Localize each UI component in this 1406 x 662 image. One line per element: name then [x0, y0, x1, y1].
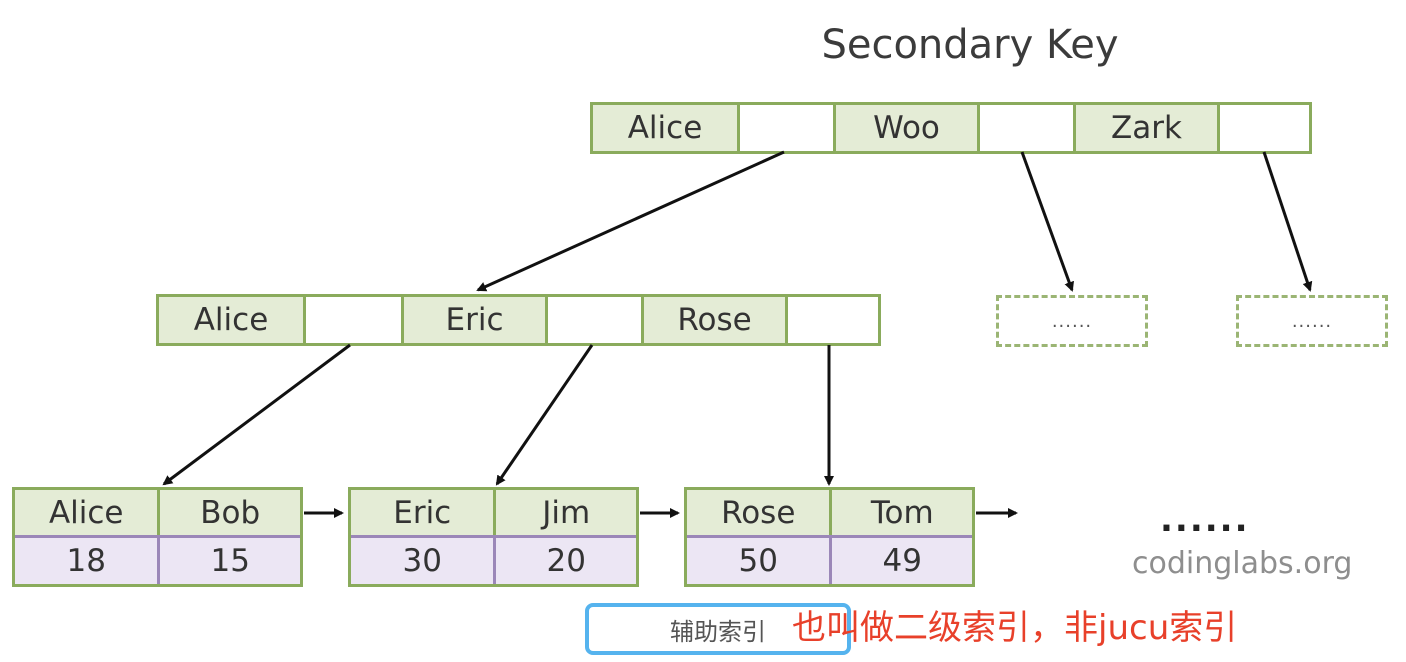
- internal-pointer-1: [303, 297, 401, 343]
- internal-node: Alice Eric Rose: [156, 294, 881, 346]
- leaf-value: 30: [351, 538, 494, 584]
- leaf-name: Bob: [157, 490, 300, 535]
- leaf-name: Jim: [493, 490, 636, 535]
- leaf-value: 49: [829, 538, 972, 584]
- arrow-root-to-placeholder-2: [1262, 151, 1313, 292]
- diagram-title: Secondary Key: [821, 22, 1119, 68]
- leaf-name: Eric: [351, 490, 494, 535]
- leaf-value: 15: [157, 538, 300, 584]
- arrow-root-to-placeholder-1: [1020, 151, 1074, 292]
- root-key-3: Zark: [1073, 105, 1217, 151]
- leaf-node-3: Rose Tom 50 49: [684, 487, 975, 587]
- root-pointer-1: [737, 105, 833, 151]
- leaf-node-2: Eric Jim 30 20: [348, 487, 639, 587]
- annotation-note: 也叫做二级索引，非jucu索引: [792, 608, 1238, 648]
- arrow-internal-to-leaf-2: [495, 344, 594, 486]
- root-pointer-2: [977, 105, 1073, 151]
- internal-key-2: Eric: [401, 297, 545, 343]
- leaf-name: Tom: [829, 490, 972, 535]
- internal-key-3: Rose: [641, 297, 785, 343]
- trailing-ellipsis: ......: [1160, 500, 1250, 540]
- watermark: codinglabs.org: [1132, 546, 1353, 581]
- placeholder-node-2: ......: [1236, 295, 1388, 347]
- arrow-internal-to-leaf-1: [162, 343, 351, 486]
- internal-pointer-3: [785, 297, 878, 343]
- placeholder-node-1: ......: [996, 295, 1148, 347]
- leaf-name: Rose: [687, 490, 830, 535]
- leaf-name: Alice: [15, 490, 158, 535]
- arrow-root-to-internal: [476, 150, 785, 292]
- leaf-node-1: Alice Bob 18 15: [12, 487, 303, 587]
- leaf-value: 50: [687, 538, 830, 584]
- internal-key-1: Alice: [159, 297, 303, 343]
- internal-pointer-2: [545, 297, 641, 343]
- root-key-2: Woo: [833, 105, 977, 151]
- root-key-1: Alice: [593, 105, 737, 151]
- root-pointer-3: [1217, 105, 1309, 151]
- leaf-value: 18: [15, 538, 158, 584]
- leaf-value: 20: [493, 538, 636, 584]
- root-node: Alice Woo Zark: [590, 102, 1312, 154]
- annotation-box: 辅助索引: [585, 603, 851, 655]
